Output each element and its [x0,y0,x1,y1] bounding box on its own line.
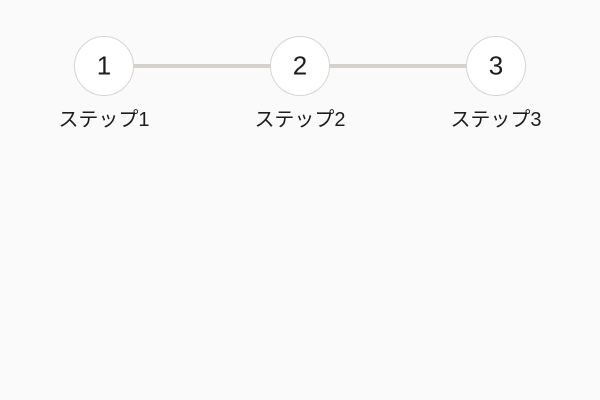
step-label-3: ステップ3 [450,109,542,131]
step-number-3: 3 [488,50,504,81]
step-circle-2[interactable]: 2 [270,36,330,96]
step-circle-1[interactable]: 1 [74,36,134,96]
step-label-1: ステップ1 [58,109,150,131]
stepper-step-2[interactable]: 2 ステップ2 [220,36,380,131]
stepper-step-1[interactable]: 1 ステップ1 [24,36,184,131]
step-number-1: 1 [96,50,112,81]
stepper: 1 ステップ1 2 ステップ2 3 ステップ3 [0,0,600,160]
step-label-2: ステップ2 [254,109,346,131]
step-number-2: 2 [292,50,308,81]
stepper-step-3[interactable]: 3 ステップ3 [416,36,576,131]
stepper-connector-1-2 [134,64,270,68]
step-circle-3[interactable]: 3 [466,36,526,96]
stepper-connector-2-3 [330,64,466,68]
